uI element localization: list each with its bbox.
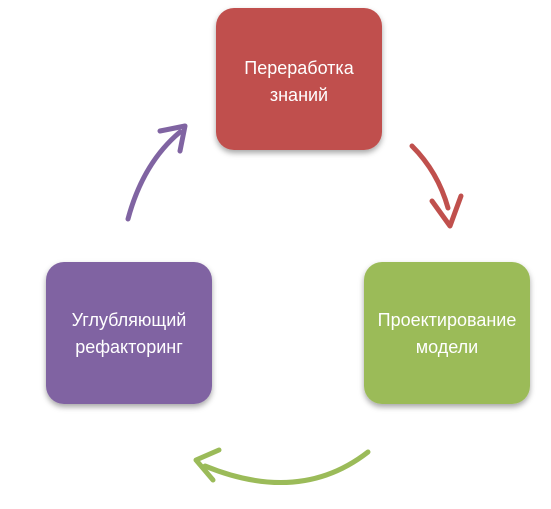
node-knowledge: Переработка знаний: [216, 8, 382, 150]
arrow-refactor-to-knowledge-head: [157, 123, 188, 154]
arrow-design-to-refactor-shaft: [202, 449, 371, 486]
node-refactor-label-line1: Углубляющий: [72, 310, 187, 330]
arrow-refactor-to-knowledge: [125, 123, 188, 222]
node-design-label-line1: Проектирование: [378, 310, 517, 330]
node-design-label-line2: модели: [416, 337, 478, 357]
node-design: Проектирование модели: [364, 262, 530, 404]
arrow-knowledge-to-design-head: [429, 193, 464, 229]
node-knowledge-label-line1: Переработка: [244, 58, 354, 78]
node-knowledge-label-line2: знаний: [270, 85, 328, 105]
node-knowledge-box: [216, 8, 382, 150]
node-refactor-label-line2: рефакторинг: [75, 337, 183, 357]
arrow-refactor-to-knowledge-shaft: [125, 129, 183, 222]
arrow-design-to-refactor: [193, 447, 371, 486]
arrow-design-to-refactor-head: [193, 447, 222, 483]
arrow-knowledge-to-design: [409, 143, 464, 229]
arrow-knowledge-to-design-shaft: [409, 143, 451, 211]
node-design-box: [364, 262, 530, 404]
node-refactor-box: [46, 262, 212, 404]
node-refactor: Углубляющий рефакторинг: [46, 262, 212, 404]
